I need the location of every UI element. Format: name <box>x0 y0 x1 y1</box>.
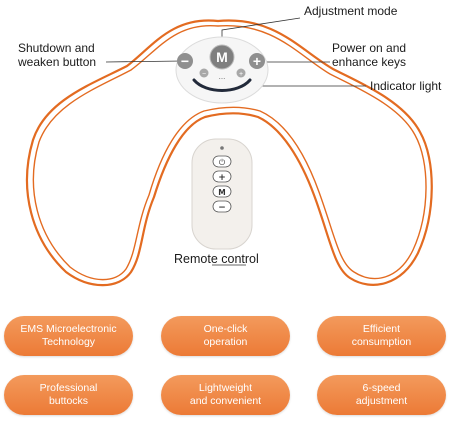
feature-pill-ems: EMS Microelectronic Technology <box>4 316 133 356</box>
feature-pill-one-click: One-click operation <box>161 316 290 356</box>
feature-label: Professional buttocks <box>39 382 98 407</box>
remote-plus-label: + <box>218 173 226 183</box>
pad-outline-inner <box>32 24 427 281</box>
indicator-dots: ... <box>219 72 226 81</box>
remote-power-button[interactable] <box>212 155 232 168</box>
remote-mode-button[interactable] <box>212 185 232 198</box>
mode-button[interactable] <box>209 44 235 70</box>
feature-label: Lightweight and convenient <box>189 382 262 407</box>
plus-button[interactable] <box>249 53 265 69</box>
small-minus-button[interactable] <box>199 68 209 78</box>
remote-mode-label: M <box>218 188 225 197</box>
leader-shutdown <box>105 60 183 63</box>
remote-plus-button[interactable] <box>212 170 232 183</box>
small-plus-button[interactable] <box>236 68 246 78</box>
feature-pill-efficient: Efficient consumption <box>317 316 446 356</box>
device-pod <box>175 36 269 104</box>
remote-minus-label: − <box>218 203 226 213</box>
small-minus-label: − <box>202 71 206 78</box>
remote-led <box>220 146 224 150</box>
device-smile <box>192 78 252 92</box>
small-plus-label: + <box>239 71 243 78</box>
remote-control-caption: Remote control <box>174 252 259 266</box>
feature-label: Efficient consumption <box>351 323 412 348</box>
minus-button[interactable] <box>177 53 193 69</box>
feature-label: EMS Microelectronic Technology <box>20 323 117 348</box>
remote-button-group <box>212 155 232 213</box>
feature-pill-professional: Professional buttocks <box>4 375 133 415</box>
shutdown-callout: Shutdown and weaken button <box>18 41 97 69</box>
indicator-light-callout: Indicator light <box>370 79 442 93</box>
feature-pill-6-speed: 6-speed adjustment <box>317 375 446 415</box>
remote-minus-button[interactable] <box>212 200 232 213</box>
feature-label: One-click operation <box>203 323 248 348</box>
remote-power-label: ⏻ <box>219 158 226 167</box>
plus-button-label: + <box>253 53 261 69</box>
mode-button-label: M <box>216 49 228 65</box>
feature-pill-lightweight: Lightweight and convenient <box>161 375 290 415</box>
adjustment-mode-callout: Adjustment mode <box>304 4 398 18</box>
feature-label: 6-speed adjustment <box>355 382 408 407</box>
power-on-callout: Power on and enhance keys <box>332 41 407 69</box>
pad-outline-outer <box>26 19 433 287</box>
minus-button-label: − <box>181 53 189 69</box>
